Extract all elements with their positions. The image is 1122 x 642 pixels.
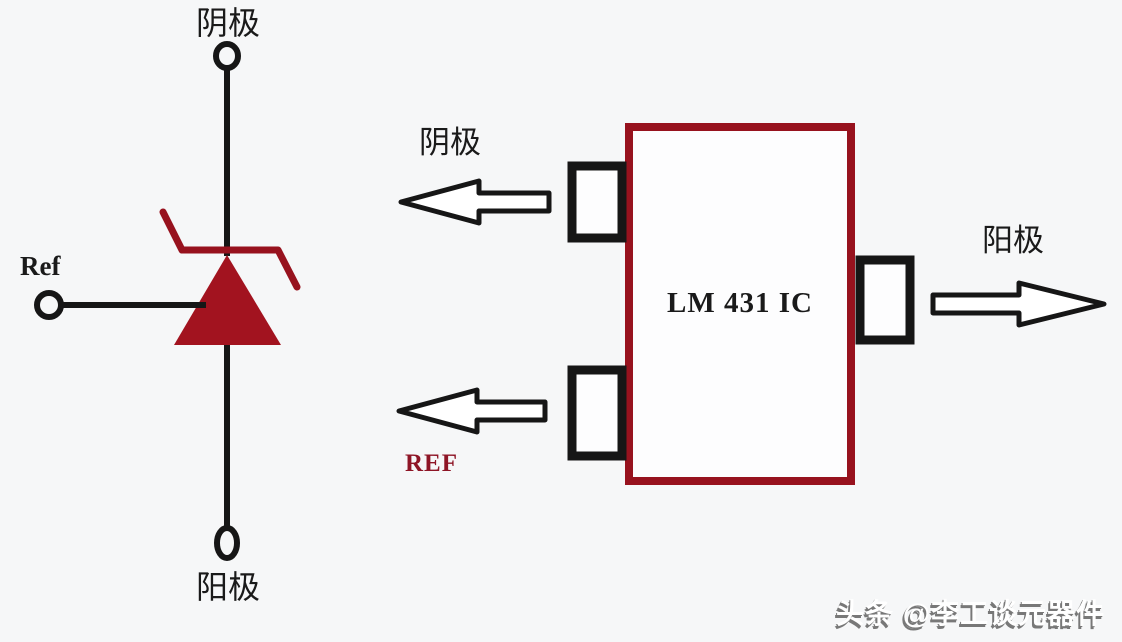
ic-ref-pin-label: REF <box>405 450 458 477</box>
shunt-regulator-triangle-icon <box>174 255 281 345</box>
ic-pin-anode <box>855 255 915 345</box>
anode-arrow-icon <box>930 280 1107 328</box>
ref-arrow-icon <box>396 387 548 435</box>
schematic-anode-label: 阳极 <box>195 569 260 605</box>
cathode-bar-icon <box>159 208 301 291</box>
ref-terminal-icon <box>34 290 64 320</box>
ic-chip-label: LM 431 IC <box>667 287 813 319</box>
cathode-terminal-icon <box>213 41 241 71</box>
ic-pin-ref <box>567 365 627 461</box>
ic-cathode-pin-label: 阴极 <box>419 125 481 160</box>
cathode-arrow-icon <box>398 178 552 226</box>
ic-body <box>625 123 855 485</box>
anode-terminal-icon <box>214 525 240 561</box>
schematic-ref-label: Ref <box>20 251 61 281</box>
ic-pin-cathode <box>567 161 627 243</box>
watermark-text: 头条 @李工谈元器件 <box>836 598 1106 629</box>
schematic-cathode-label: 阴极 <box>195 5 260 41</box>
ic-anode-pin-label: 阳极 <box>982 223 1044 258</box>
